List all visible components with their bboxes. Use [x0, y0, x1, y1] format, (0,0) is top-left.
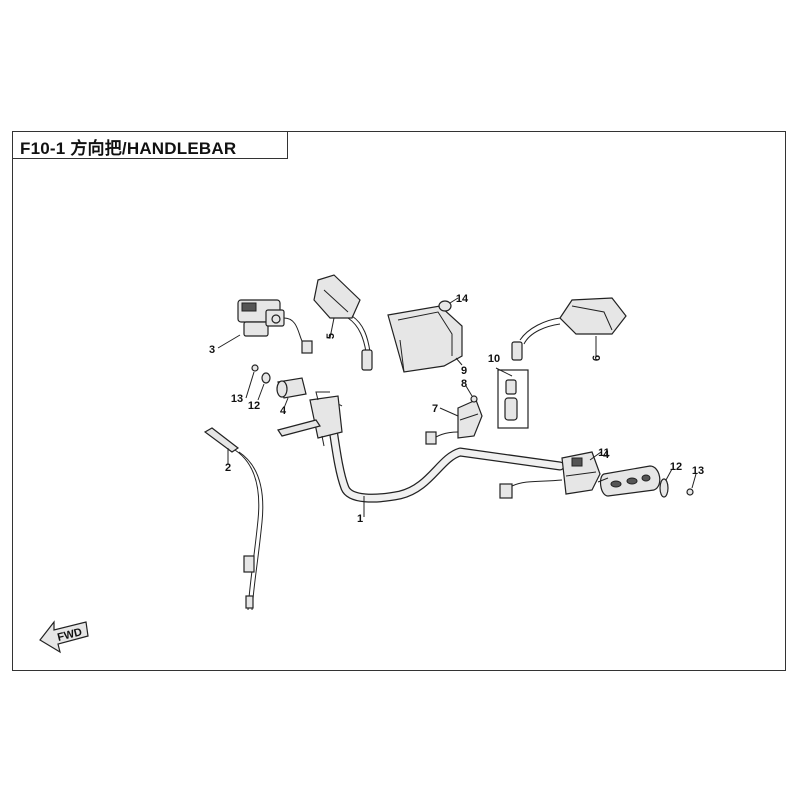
left-mirror: [313, 274, 373, 371]
page-title: F10-1 方向把/HANDLEBAR: [20, 139, 237, 158]
callout-8: 8: [461, 378, 467, 390]
diagram-frame: [12, 131, 786, 671]
fwd-arrow-icon: FWD: [39, 620, 89, 654]
fwd-label: FWD: [56, 626, 83, 644]
callout-10: 10: [488, 353, 500, 365]
callout-12-left: 12: [248, 400, 260, 412]
right-mirror: [511, 297, 627, 361]
callout-12-right: 12: [670, 461, 682, 473]
callout-14: 14: [456, 293, 469, 305]
throttle-cable: [203, 427, 264, 611]
callout-4-left: 4: [280, 405, 287, 417]
cap-part: [438, 300, 452, 312]
callout-2: 2: [225, 462, 231, 474]
callout-13-right: 13: [692, 465, 704, 477]
callout-3: 3: [209, 344, 215, 356]
thumb-throttle: [425, 395, 483, 445]
callout-6: 6: [591, 355, 603, 361]
callout-9: 9: [461, 365, 467, 377]
callout-labels: 1 2 3 4 4 5 6 7 8 9 10 11 12 12 13 13 14: [209, 293, 704, 525]
callout-11: 11: [598, 447, 610, 459]
title-box: [12, 131, 288, 159]
left-switch-assembly: [276, 377, 343, 447]
leader-lines: [217, 297, 697, 517]
callout-13-left: 13: [231, 393, 243, 405]
callout-7: 7: [432, 403, 438, 415]
callout-1: 1: [357, 513, 363, 525]
callout-5: 5: [325, 333, 337, 339]
handguard: [387, 305, 463, 373]
callout-4-right: 4: [603, 449, 610, 461]
left-bolt-washer: [251, 364, 271, 384]
cable-holder: [497, 369, 529, 429]
brake-master-cylinder: [237, 299, 313, 354]
handlebar-tube: [325, 403, 565, 503]
right-switch-assembly: [499, 451, 601, 499]
